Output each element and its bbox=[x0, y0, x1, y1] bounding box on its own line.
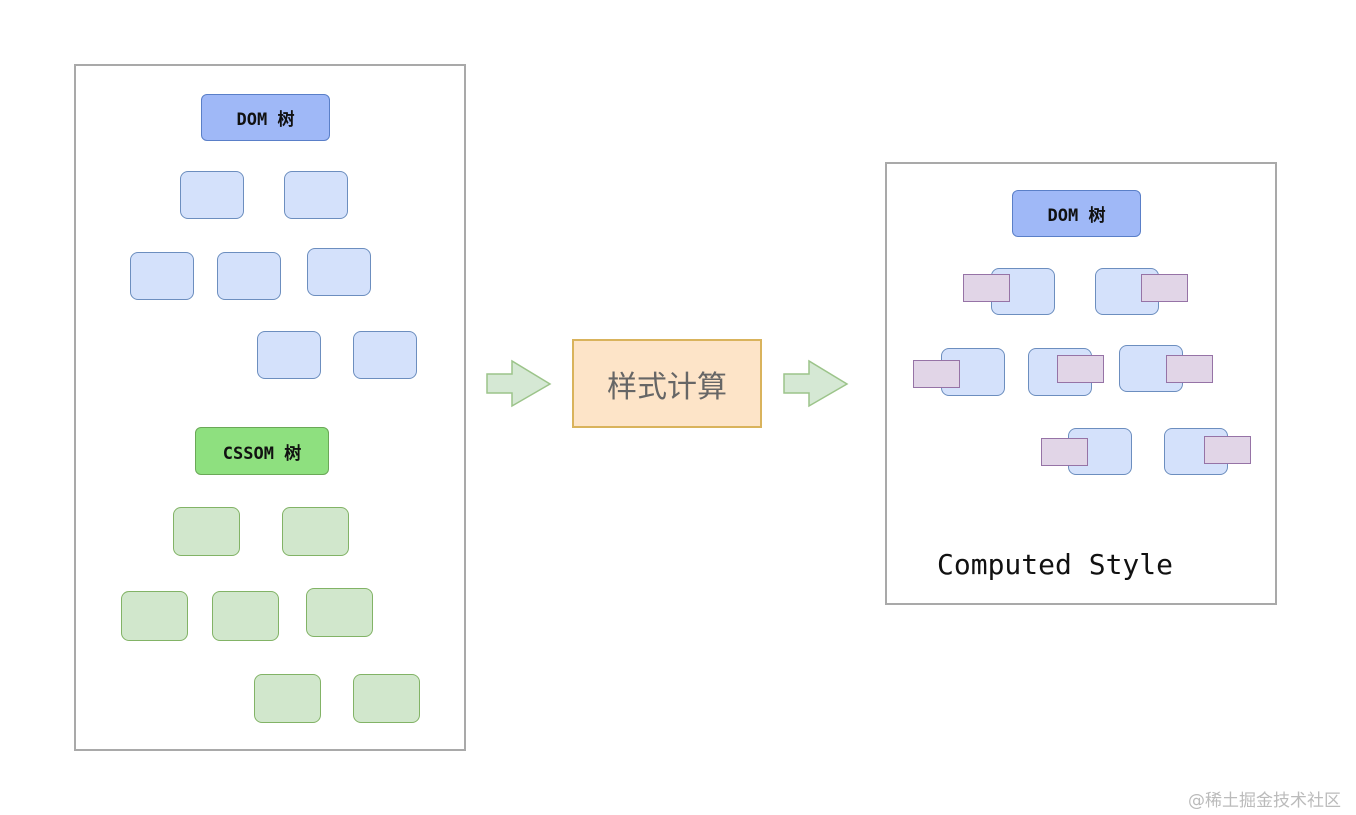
input-panel bbox=[74, 64, 466, 751]
dom-tree-root: DOM 树 bbox=[201, 94, 330, 141]
dom-node bbox=[284, 171, 348, 219]
result-dom-tree-root: DOM 树 bbox=[1012, 190, 1141, 237]
cssom-node bbox=[173, 507, 240, 556]
arrow-right-icon bbox=[783, 359, 849, 408]
cssom-node bbox=[254, 674, 321, 723]
dom-node bbox=[307, 248, 371, 296]
computed-style-tag bbox=[1057, 355, 1104, 383]
dom-node bbox=[180, 171, 244, 219]
cssom-node bbox=[282, 507, 349, 556]
dom-node bbox=[217, 252, 281, 300]
computed-style-caption: Computed Style bbox=[937, 548, 1174, 581]
dom-node bbox=[130, 252, 194, 300]
cssom-node bbox=[212, 591, 279, 641]
computed-style-tag bbox=[1141, 274, 1188, 302]
result-dom-node bbox=[1119, 345, 1183, 392]
computed-style-tag bbox=[963, 274, 1010, 302]
style-calculation-box: 样式计算 bbox=[572, 339, 762, 428]
cssom-tree-root: CSSOM 树 bbox=[195, 427, 329, 475]
cssom-node bbox=[353, 674, 420, 723]
dom-node bbox=[353, 331, 417, 379]
watermark: @稀土掘金技术社区 bbox=[1188, 791, 1341, 811]
computed-style-tag bbox=[913, 360, 960, 388]
cssom-node bbox=[121, 591, 188, 641]
arrow-right-icon bbox=[486, 359, 552, 408]
computed-style-tag bbox=[1166, 355, 1213, 383]
computed-style-tag bbox=[1204, 436, 1251, 464]
cssom-node bbox=[306, 588, 373, 637]
computed-style-tag bbox=[1041, 438, 1088, 466]
dom-node bbox=[257, 331, 321, 379]
